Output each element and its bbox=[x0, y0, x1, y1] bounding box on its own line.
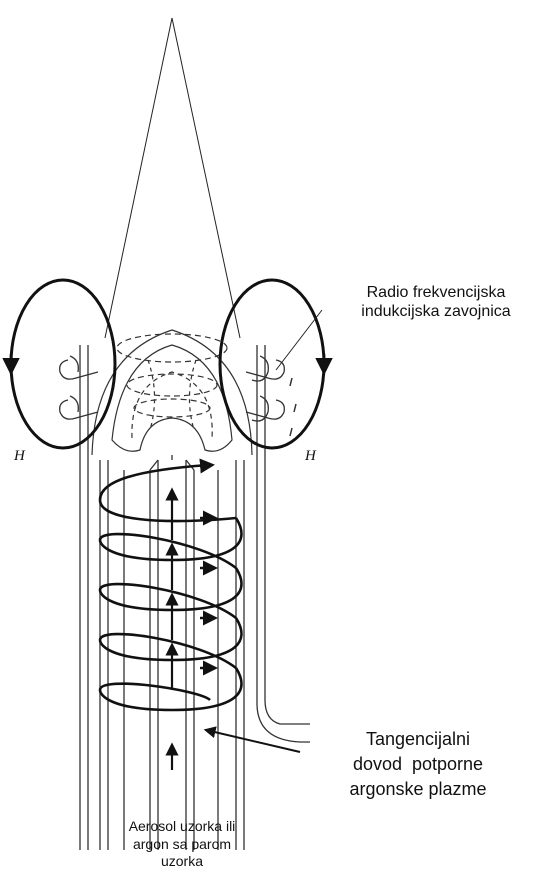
rf-coil-label-line-1: Radio frekvencijska bbox=[336, 283, 534, 302]
rf-coil-label: Radio frekvencijska indukcijska zavojnic… bbox=[336, 283, 534, 321]
aerosol-label-line-3: uzorka bbox=[92, 853, 272, 871]
tangential-label-line-1: Tangencijalni bbox=[318, 727, 518, 752]
coil-leader-line bbox=[276, 310, 322, 370]
tangential-inlet-arrow bbox=[206, 730, 300, 752]
aerosol-label: Aerosol uzorka ili argon sa parom uzorka bbox=[92, 818, 272, 871]
plasma-flame-outline bbox=[105, 18, 240, 338]
rf-coil-label-line-2: indukcijska zavojnica bbox=[336, 302, 534, 321]
tangential-label-line-3: argonske plazme bbox=[318, 777, 518, 802]
coil-marks bbox=[290, 378, 296, 436]
plasma-core bbox=[92, 330, 252, 455]
aerosol-label-line-2: argon sa parom bbox=[92, 836, 272, 854]
magnetic-field-left bbox=[11, 280, 115, 448]
h-field-label-right: H bbox=[305, 448, 316, 465]
magnetic-field-right bbox=[220, 280, 324, 448]
spiral-arrows bbox=[200, 465, 215, 668]
tangential-inlet-label: Tangencijalni dovod potporne argonske pl… bbox=[318, 727, 518, 803]
aerosol-label-line-1: Aerosol uzorka ili bbox=[92, 818, 272, 836]
h-field-label-left: H bbox=[14, 448, 25, 465]
tangential-spiral bbox=[100, 465, 241, 710]
tangential-label-line-2: dovod potporne bbox=[318, 752, 518, 777]
rf-coil-turns bbox=[60, 356, 285, 421]
